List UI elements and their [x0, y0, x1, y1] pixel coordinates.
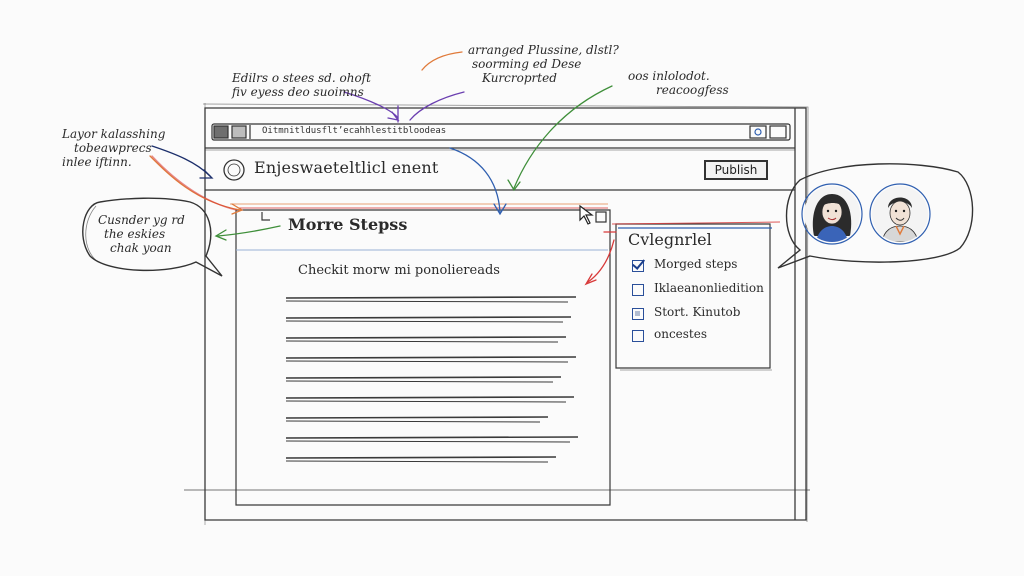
checkbox-item-1[interactable] [632, 284, 644, 296]
annotation-line: reacoogfess [656, 82, 729, 97]
text-line [285, 400, 567, 403]
annotation-line: Edilrs o stees sd. ohoft [232, 71, 371, 85]
main-panel [230, 203, 611, 506]
annotation-line: chak yoan [110, 240, 172, 255]
annotation-top-center: arranged Plussine, dlstl? soorming ed De… [468, 43, 619, 85]
checkbox-item-0[interactable] [632, 260, 644, 272]
annotation-arrows [149, 51, 617, 286]
side-panel [611, 221, 781, 371]
annotation-line: Cusnder yg rd [98, 213, 185, 227]
annotation-line: soorming ed Dese [472, 56, 582, 71]
woman-avatar-icon [804, 186, 860, 242]
bubble-left-text: Cusnder yg rd the eskies chak yoan [98, 213, 185, 255]
text-line [285, 340, 559, 343]
text-line [285, 460, 549, 463]
text-line [285, 416, 549, 419]
address-bar [211, 123, 791, 141]
text-line [285, 440, 571, 443]
man-avatar-icon [872, 186, 928, 242]
browser-frame [184, 103, 810, 525]
checkbox-label-2: Stort. Kinutob [654, 305, 741, 319]
avatar-man[interactable] [872, 186, 928, 242]
app-title: Enjeswaeteltlicl enent [254, 158, 439, 177]
annotation-line: the eskies [104, 226, 166, 241]
text-line [285, 320, 564, 323]
text-line [285, 356, 577, 359]
text-line [285, 376, 562, 379]
app-logo-icon [223, 159, 245, 181]
annotation-line: oos inlolodot. [628, 69, 710, 83]
annotation-top-right: oos inlolodot. reacoogfess [628, 69, 729, 98]
annotation-line: Kurcroprted [482, 70, 557, 85]
text-line [285, 380, 554, 383]
annotation-line: tobeawprecs [74, 140, 152, 155]
annotation-line: fiv eyess deo suoimns [232, 84, 364, 99]
text-line [285, 296, 577, 299]
checkbox-item-2[interactable] [632, 308, 644, 320]
text-line [285, 396, 575, 399]
text-line [285, 336, 567, 339]
text-line [285, 456, 557, 459]
text-line [285, 316, 572, 319]
annotation-line: arranged Plussine, dlstl? [468, 43, 619, 57]
publish-button[interactable]: Publish [704, 160, 768, 180]
cursor-icon [579, 204, 594, 225]
text-line [285, 420, 541, 423]
right-speech-bubble [777, 163, 974, 269]
checkbox-item-3[interactable] [632, 330, 644, 342]
annotation-line: Layor kalasshing [62, 127, 166, 141]
main-panel-title: Morre Stepss [288, 215, 408, 234]
content-lines [285, 296, 579, 463]
annotation-top-left: Edilrs o stees sd. ohoft fiv eyess deo s… [232, 71, 371, 100]
annotation-left: Layor kalasshing tobeawprecs inlee iftin… [62, 127, 166, 169]
url-text[interactable]: Oitmnitldusflt’ecahhlestitbloodeas [262, 126, 447, 136]
text-line [285, 360, 569, 363]
text-line [285, 300, 569, 303]
text-line [285, 436, 579, 439]
annotation-line: inlee iftinn. [62, 154, 132, 169]
checkbox-label-0: Morged steps [654, 257, 738, 271]
checkbox-label-3: oncestes [654, 327, 708, 341]
left-speech-bubble [82, 197, 223, 277]
checkbox-label-1: Iklaeanonliedition [654, 281, 764, 295]
main-panel-subtitle: Checkit morw mi ponoliereads [298, 263, 500, 278]
side-panel-title: Cvlegnrlel [628, 230, 712, 249]
avatar-woman[interactable] [804, 186, 860, 242]
